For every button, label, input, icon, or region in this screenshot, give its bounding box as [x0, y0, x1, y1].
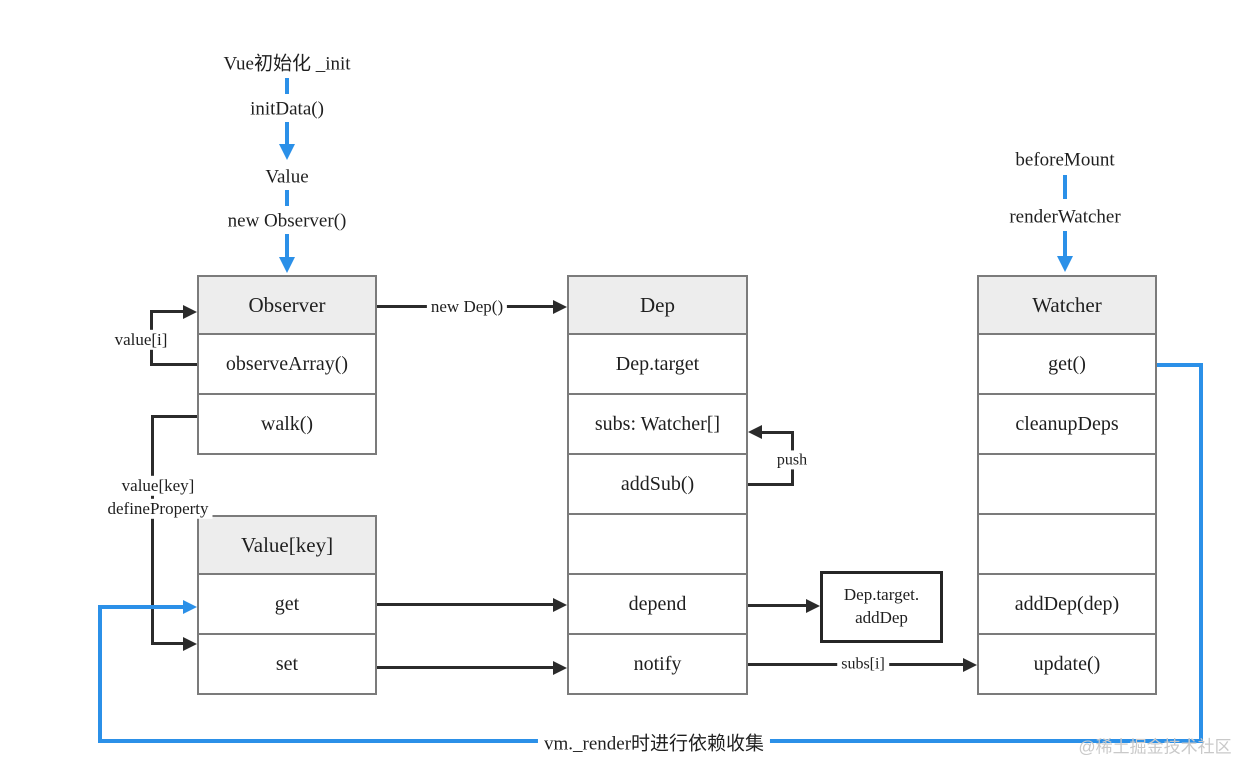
watcher-row-update: update() — [1033, 652, 1101, 675]
label-subs-i: subs[i] — [837, 654, 889, 674]
blue-arrow-line — [285, 122, 289, 145]
edge-walk-down — [151, 415, 154, 645]
dashed-connector — [1063, 175, 1067, 199]
dep-row-addsub: addSub() — [569, 455, 746, 515]
callout-line1: Dep.target. — [843, 585, 920, 605]
arrow-down-icon — [1057, 256, 1073, 272]
callout-line2: addDep — [855, 608, 908, 627]
dep-row-empty — [569, 515, 746, 575]
edge-walk-out — [151, 415, 197, 418]
watcher-row-get: get() — [979, 335, 1155, 395]
watcher-title: Watcher — [979, 277, 1155, 335]
blue-path-in — [98, 605, 183, 609]
blue-arrow-line — [1063, 231, 1067, 257]
dashed-connector — [285, 78, 289, 94]
edge-push-in — [762, 431, 794, 434]
observer-class-box: Observer observeArray() walk() — [197, 275, 377, 455]
label-value-i: value[i] — [110, 329, 172, 351]
edge-set-to-notify — [377, 666, 553, 669]
edge-push-out — [748, 483, 794, 486]
label-vue-init: Vue初始化 _init — [223, 53, 351, 75]
blue-path-right — [1199, 363, 1203, 743]
watcher-row-empty-2 — [979, 515, 1155, 575]
arrow-down-icon — [279, 257, 295, 273]
value-key-title: Value[key] — [199, 517, 375, 575]
label-render-note: vm._render时进行依赖收集 — [537, 728, 771, 756]
dep-target-adddep-callout: Dep.target. addDep — [820, 571, 943, 643]
dep-row-target: Dep.target — [569, 335, 746, 395]
arrow-left-icon — [748, 425, 762, 439]
value-key-class-box: Value[key] get set — [197, 515, 377, 695]
label-before-mount: beforeMount — [1015, 149, 1115, 171]
edge-depend-to-callout — [748, 604, 806, 607]
value-key-row-set: set — [275, 652, 299, 675]
arrow-right-icon — [553, 661, 567, 675]
label-new-observer: new Observer() — [227, 210, 347, 232]
dashed-connector — [285, 190, 289, 206]
watcher-row-cleanupdeps: cleanupDeps — [979, 395, 1155, 455]
arrow-right-icon — [553, 598, 567, 612]
label-value: Value — [265, 166, 309, 188]
label-render-watcher: renderWatcher — [1009, 206, 1121, 228]
edge-valuei-out — [150, 363, 197, 366]
arrow-right-icon — [806, 599, 820, 613]
label-define-property: defineProperty — [103, 498, 213, 520]
dep-row-notify: notify — [633, 652, 682, 675]
watermark: @稀土掘金技术社区 — [1078, 737, 1232, 757]
watcher-class-box: Watcher get() cleanupDeps addDep(dep) up… — [977, 275, 1157, 695]
dep-row-subs: subs: Watcher[] — [569, 395, 746, 455]
edge-valuei-in — [150, 310, 185, 313]
value-key-row-get: get — [199, 575, 375, 635]
observer-row-walk: walk() — [260, 412, 314, 435]
blue-path-left — [98, 605, 102, 743]
dep-title: Dep — [569, 277, 746, 335]
observer-row-observearray: observeArray() — [199, 335, 375, 395]
dep-row-depend: depend — [569, 575, 746, 635]
blue-path-top — [1157, 363, 1203, 367]
edge-get-to-depend — [377, 603, 553, 606]
arrow-right-icon — [183, 600, 197, 614]
label-value-key: value[key] — [117, 475, 199, 497]
label-push: push — [772, 450, 812, 470]
label-new-dep: new Dep() — [426, 296, 508, 318]
arrow-down-icon — [279, 144, 295, 160]
edge-walk-in — [151, 642, 183, 645]
arrow-right-icon — [183, 305, 197, 319]
watcher-row-adddep: addDep(dep) — [979, 575, 1155, 635]
observer-title: Observer — [199, 277, 375, 335]
arrow-right-icon — [553, 300, 567, 314]
arrow-right-icon — [963, 658, 977, 672]
watcher-row-empty-1 — [979, 455, 1155, 515]
blue-arrow-line — [285, 234, 289, 258]
dep-class-box: Dep Dep.target subs: Watcher[] addSub() … — [567, 275, 748, 695]
arrow-right-icon — [183, 637, 197, 651]
label-init-data: initData() — [250, 98, 324, 120]
